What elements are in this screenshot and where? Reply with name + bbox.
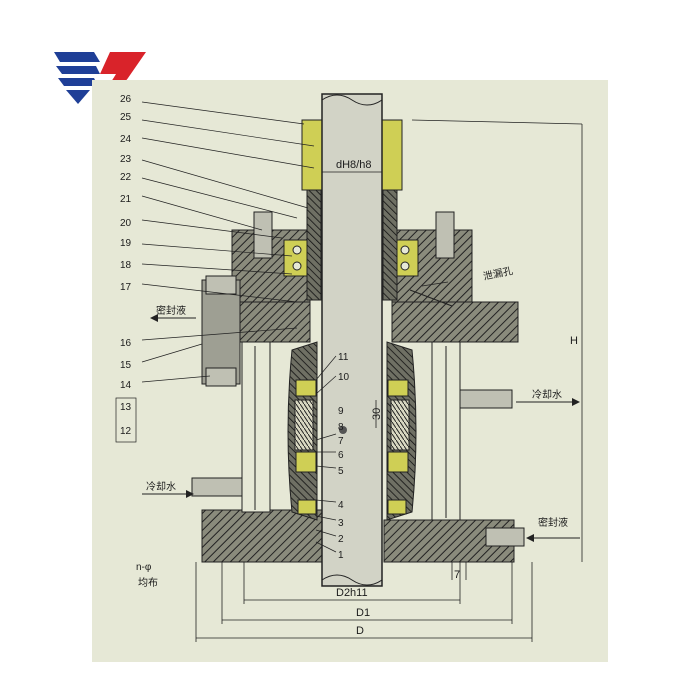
part-26: 26 (120, 94, 132, 105)
top-nut-left (301, 119, 323, 191)
seal-pipe-right (485, 527, 525, 547)
spring-left (294, 399, 314, 451)
spring-right (390, 399, 410, 451)
part-9: 9 (338, 406, 344, 417)
part-3: 3 (338, 518, 344, 529)
d-label: D (356, 625, 364, 637)
cooling-water-label-left: 冷却水 (146, 480, 176, 493)
part-12: 12 (120, 426, 132, 437)
leader-lines (141, 101, 583, 553)
top-nut-right (381, 119, 403, 191)
seal-liquid-label-left: 密封液 (156, 304, 186, 317)
part-15: 15 (120, 360, 132, 371)
part-1: 1 (338, 550, 344, 561)
part-24: 24 (120, 134, 132, 145)
cooling-pipe-right (459, 389, 513, 409)
part-6: 6 (338, 450, 344, 461)
gap-7-label: 7 (454, 569, 460, 581)
part-25: 25 (120, 112, 132, 123)
bearing-left (283, 239, 311, 277)
part-13: 13 (120, 402, 132, 413)
part-8: 8 (338, 422, 344, 433)
part-4: 4 (338, 500, 344, 511)
jacket-left (241, 341, 271, 513)
cooling-water-label-right: 冷却水 (532, 388, 562, 401)
spacing-30-label: 30 (371, 408, 383, 420)
part-17: 17 (120, 282, 132, 293)
seal-liquid-label-right: 密封液 (538, 516, 568, 529)
h-label: H (570, 335, 578, 347)
cooling-pipe-left (191, 477, 243, 497)
part-7: 7 (338, 436, 344, 447)
part-18: 18 (120, 260, 132, 271)
part-19: 19 (120, 238, 132, 249)
shaft-fit-label: dH8/h8 (336, 159, 371, 171)
d2-label: D2h11 (336, 587, 368, 599)
part-16: 16 (120, 338, 132, 349)
nut-left-bottom (205, 367, 237, 387)
part-2: 2 (338, 534, 344, 545)
dimension-lines (195, 124, 583, 642)
part-14: 14 (120, 380, 132, 391)
d1-label: D1 (356, 607, 370, 619)
uniform-label: 均布 (138, 577, 158, 589)
part-5: 5 (338, 466, 344, 477)
shaft (321, 93, 383, 587)
part-21: 21 (120, 194, 132, 205)
part-11: 11 (338, 352, 349, 363)
holes-label: n-φ (136, 562, 152, 573)
bolt-top-left (253, 211, 273, 259)
seal-drawing: 26 25 24 23 22 21 20 19 18 17 16 15 14 1… (92, 80, 608, 662)
part-20: 20 (120, 218, 132, 229)
part-23: 23 (120, 154, 132, 165)
bolt-left (201, 279, 241, 385)
nut-left-top (205, 275, 237, 295)
leak-hole-label: 泄漏孔 (482, 264, 514, 283)
part-22: 22 (120, 172, 132, 183)
part-10: 10 (338, 372, 350, 383)
bolt-top-right (435, 211, 455, 259)
seal-housing-right (391, 301, 519, 343)
